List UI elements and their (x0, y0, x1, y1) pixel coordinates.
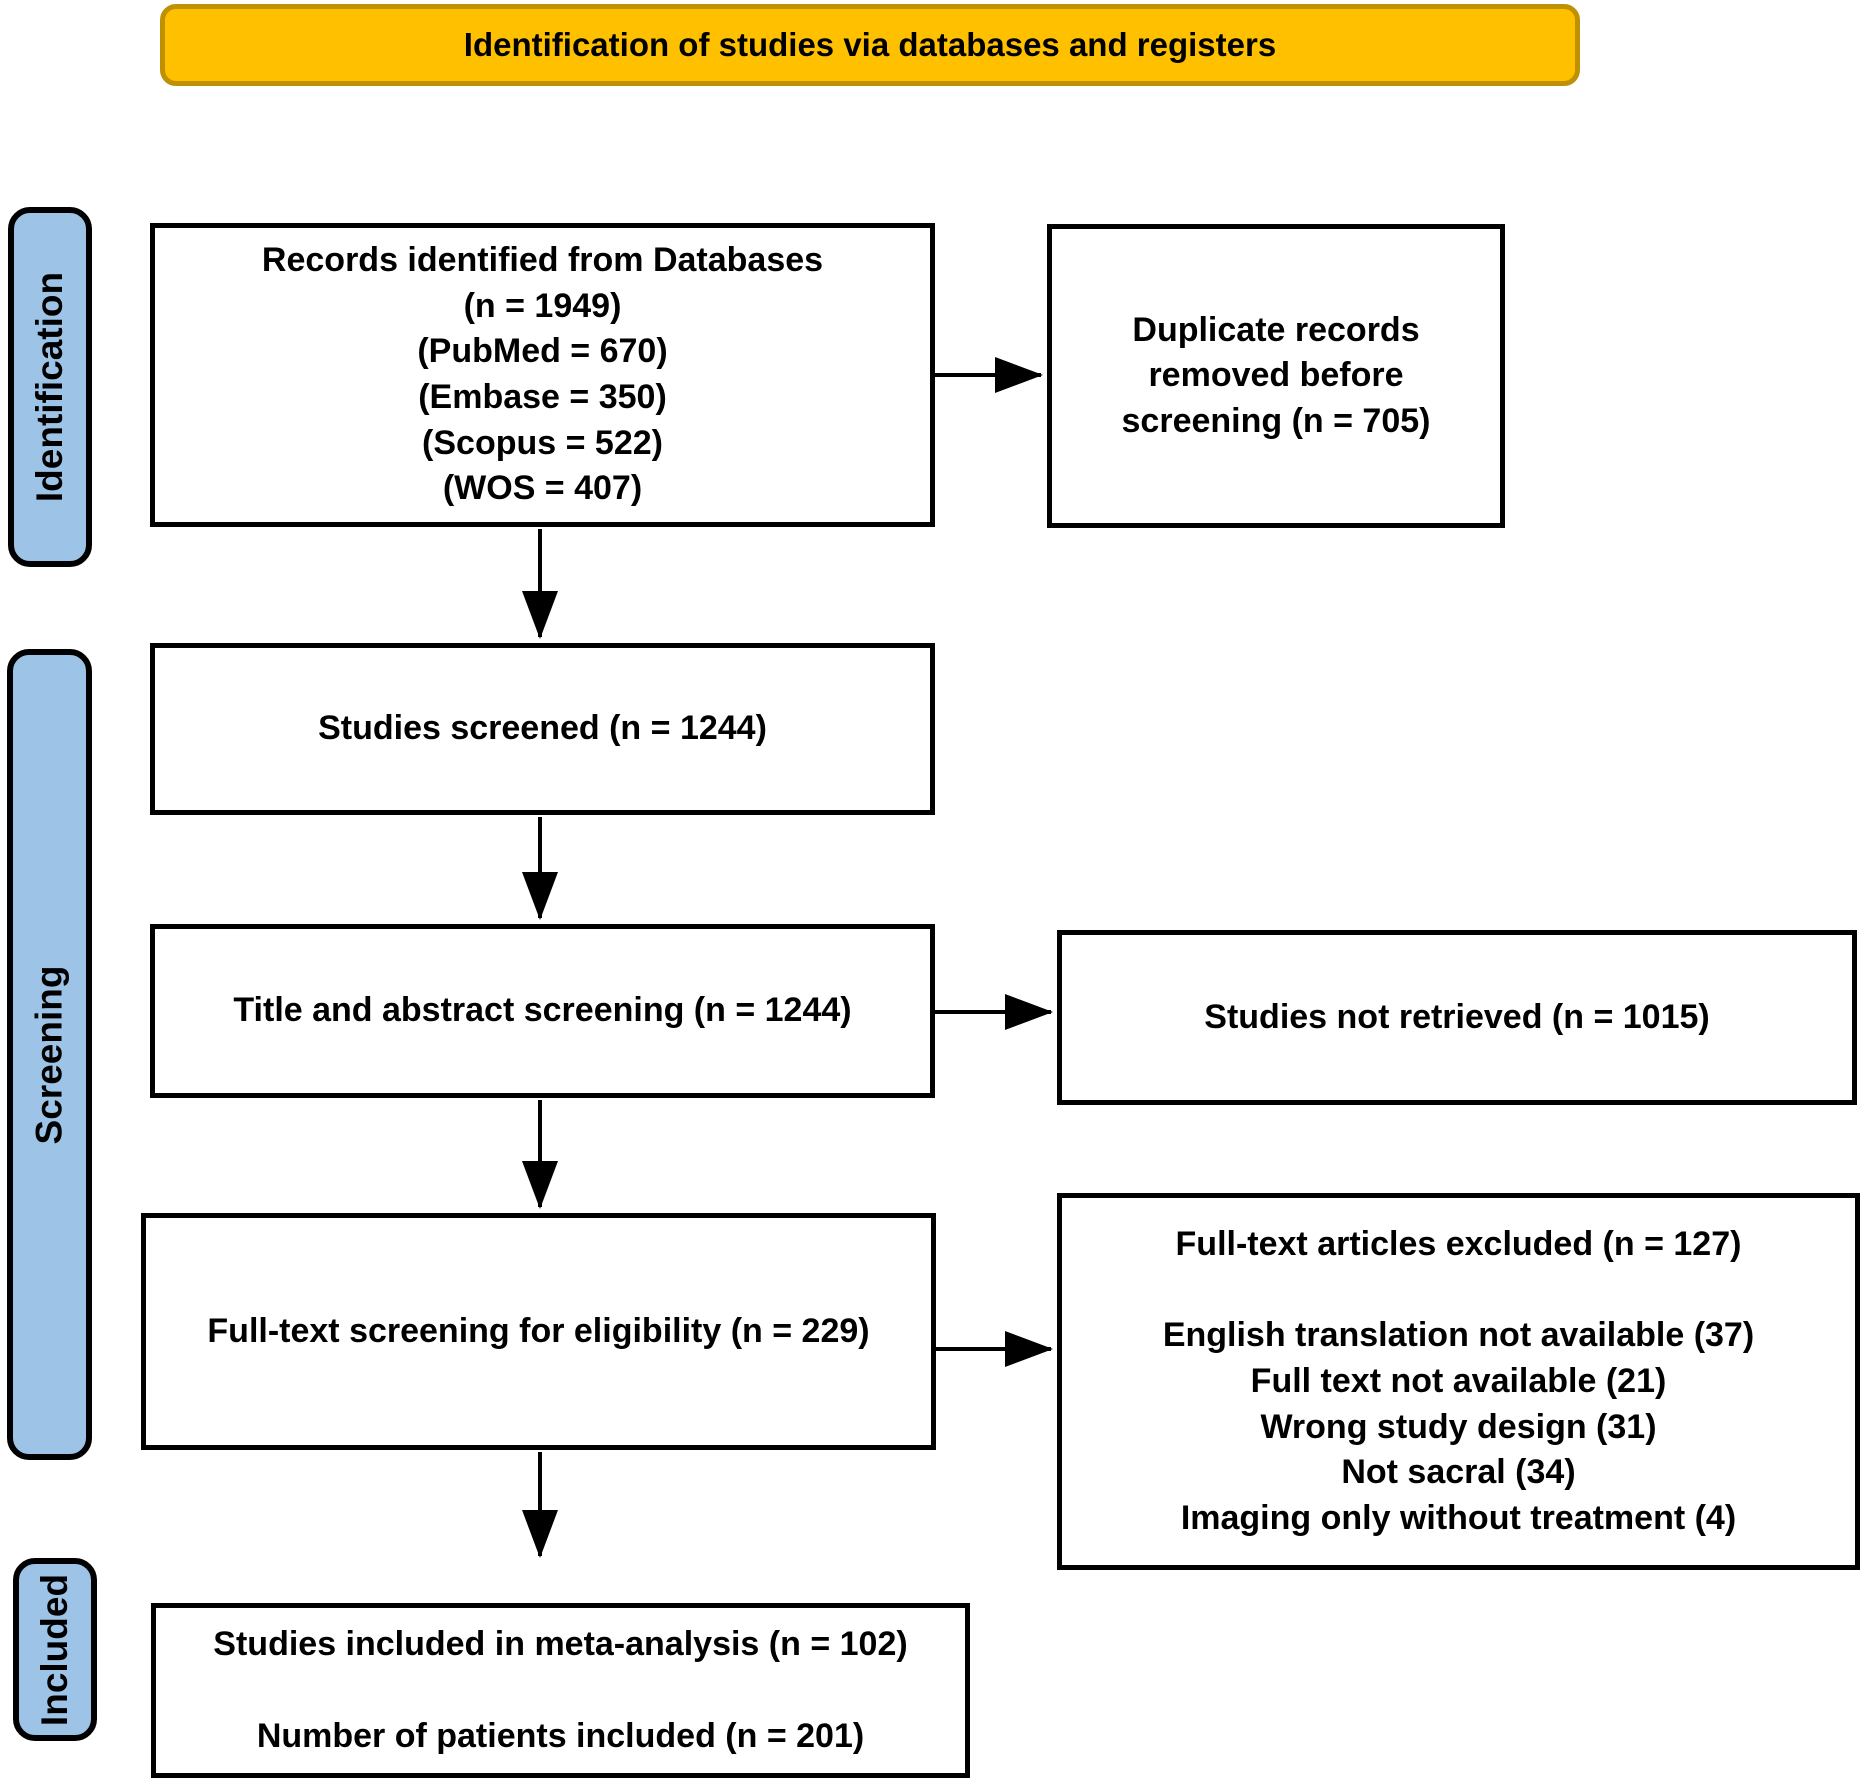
box-duplicates-removed: Duplicate records removed before screeni… (1047, 224, 1505, 528)
diagram-title-banner: Identification of studies via databases … (160, 4, 1580, 86)
box-title-abstract-screening: Title and abstract screening (n = 1244) (150, 924, 935, 1098)
records-embase: (Embase = 350) (418, 378, 667, 416)
box-studies-screened: Studies screened (n = 1244) (150, 643, 935, 815)
stage-label-screening: Screening (7, 649, 92, 1460)
excluded-reason: English translation not available (37) (1162, 1316, 1755, 1355)
records-pubmed: (PubMed = 670) (417, 332, 668, 371)
excluded-reason: Wrong study design (31) (1260, 1407, 1657, 1446)
stage-label-identification: Identification (8, 207, 92, 567)
box-fulltext-excluded: Full-text articles excluded (n = 127) En… (1057, 1193, 1860, 1570)
diagram-title: Identification of studies via databases … (463, 26, 1277, 63)
box-studies-included: Studies included in meta-analysis (n = 1… (151, 1603, 970, 1778)
excluded-heading: Full-text articles excluded (n = 127) (1175, 1224, 1742, 1263)
stage-label-included: Included (13, 1558, 97, 1741)
excluded-reason: Full text not available (21) (1250, 1361, 1667, 1400)
box-studies-not-retrieved: Studies not retrieved (n = 1015) (1057, 930, 1857, 1105)
records-title: Records identified from Databases (261, 241, 824, 280)
excluded-reason: Not sacral (34) (1341, 1453, 1576, 1492)
box-fulltext-screening: Full-text screening for eligibility (n =… (141, 1213, 936, 1450)
records-total: (n = 1949) (463, 286, 622, 325)
records-scopus: (Scopus = 522) (422, 423, 663, 462)
records-wos: (WOS = 407) (442, 469, 643, 508)
box-records-identified: Records identified from Databases (n = 1… (150, 223, 935, 527)
excluded-reason: Imaging only without treatment (4) (1180, 1498, 1737, 1537)
